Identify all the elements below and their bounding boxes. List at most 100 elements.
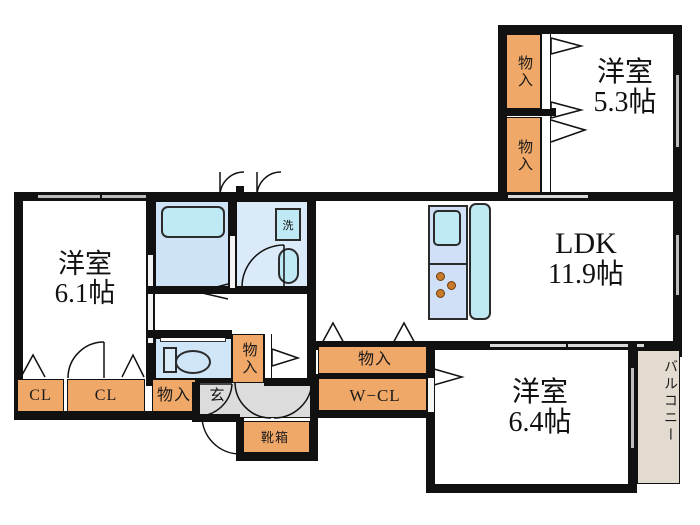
- closet-label: 物入: [516, 55, 532, 89]
- closet-ldk-monoire[interactable]: 物入: [318, 346, 432, 374]
- window-ldk-north: [508, 194, 588, 199]
- wall-br-bottom: [426, 484, 636, 493]
- wall-br-left: [426, 341, 435, 493]
- wall-genkan-bottom-left: [192, 414, 240, 422]
- wall-wcl-bottom: [316, 410, 434, 418]
- closet-toilet-door-front[interactable]: [264, 334, 272, 384]
- toilet-bowl: [175, 350, 211, 374]
- window-left-bedroom-north-2: [102, 194, 148, 199]
- room-size: 6.4帖: [508, 407, 572, 439]
- closet-label: 物入: [156, 386, 191, 404]
- wall-genkan-shoebox-left: [236, 418, 244, 456]
- stove-burner-2: [447, 281, 456, 290]
- door-swing-washroom-entry[interactable]: [255, 171, 285, 198]
- closet-door-front-lower[interactable]: [541, 117, 551, 195]
- genkan-door-swing-right[interactable]: [272, 381, 314, 420]
- closet-door-swing-cl2-left[interactable]: [66, 340, 108, 380]
- stove-burner-3: [436, 289, 445, 298]
- window-ldk-south-2: [568, 343, 644, 348]
- closet-label: CL: [29, 386, 52, 404]
- sliding-arrow-topright-2: [550, 100, 589, 122]
- room-size: 11.9帖: [548, 259, 624, 291]
- wall-toilet-top: [146, 330, 232, 338]
- genkan-door-swing-left[interactable]: [233, 381, 273, 420]
- door-swing-bath-entry[interactable]: [218, 171, 248, 198]
- wall-washroom-bottom: [236, 286, 316, 294]
- room-size: 5.3帖: [593, 87, 657, 119]
- wall-bath-top: [146, 192, 306, 201]
- wall-ldk-top: [316, 192, 682, 201]
- room-name: 洋室: [58, 249, 112, 279]
- br-entry-door-panel[interactable]: [427, 378, 435, 412]
- stove-burner-1: [436, 272, 445, 281]
- room-name: LDK: [555, 227, 617, 260]
- closet-label: 靴箱: [260, 429, 289, 445]
- closet-walk-in[interactable]: W−CL: [318, 378, 432, 412]
- washer-fixture[interactable]: 洗: [275, 208, 301, 241]
- label-bedroom-left: 洋室 6.1帖: [22, 249, 148, 309]
- closet-top-right-upper[interactable]: 物入: [506, 34, 541, 110]
- closet-label: 物入: [240, 342, 257, 376]
- sliding-door-left-bedroom[interactable]: [147, 255, 154, 343]
- sliding-arrow-topright-1: [550, 36, 589, 58]
- wall-genkan-right: [310, 382, 318, 461]
- wall-bath-bottom: [146, 286, 231, 294]
- label-bedroom-top-right: 洋室 5.3帖: [565, 57, 685, 119]
- bath-door-panel[interactable]: [229, 236, 236, 288]
- wall-genkan-bottom: [236, 452, 318, 461]
- balcony-label: バルコニー: [662, 359, 677, 444]
- closet-left-cl-2[interactable]: CL: [67, 379, 145, 412]
- room-size: 6.1帖: [54, 278, 116, 309]
- kitchen-unit-divider: [428, 263, 468, 265]
- wall-top-outer: [498, 25, 682, 34]
- closet-left-cl-1[interactable]: CL: [17, 379, 64, 412]
- balcony: バルコニー: [637, 350, 680, 484]
- room-ldk: [316, 201, 673, 341]
- closet-toilet-arrow: [271, 348, 304, 368]
- wall-corridor-east: [307, 286, 316, 386]
- closet-label: 物入: [516, 139, 532, 173]
- window-ldk-south: [490, 343, 566, 348]
- br-entry-arrow[interactable]: [433, 368, 468, 388]
- closet-ldk-swing-left[interactable]: [319, 317, 351, 347]
- closet-label: W−CL: [349, 385, 401, 405]
- closet-label: 物入: [357, 351, 392, 368]
- room-bedroom-left: [23, 201, 147, 366]
- washroom-door-swing[interactable]: [240, 243, 286, 289]
- closet-door-swing-cl2-right[interactable]: [120, 347, 150, 379]
- room-name: 洋室: [596, 57, 653, 88]
- window-left-bedroom-north: [38, 194, 100, 199]
- bathtub: [161, 206, 225, 238]
- closet-hall-monoire[interactable]: 物入: [152, 379, 196, 412]
- closet-door-front-upper[interactable]: [541, 34, 551, 109]
- wall-genkan-top: [264, 378, 318, 386]
- closet-door-swing-cl1[interactable]: [19, 347, 51, 379]
- wall-washroom-east: [307, 192, 316, 294]
- sliding-arrow-topright-3: [550, 119, 593, 146]
- window-br-east: [630, 368, 635, 448]
- room-bedroom-bottom-right: [434, 350, 628, 485]
- label-ldk: LDK 11.9帖: [506, 227, 666, 291]
- label-bedroom-bottom-right: 洋室 6.4帖: [478, 377, 602, 439]
- bath-door-arrow[interactable]: [196, 283, 230, 301]
- label-genkan: 玄: [206, 388, 228, 404]
- wall-closet-divider-topright: [506, 108, 556, 116]
- closet-top-right-lower[interactable]: 物入: [506, 117, 541, 195]
- kitchen-counter: [469, 203, 491, 320]
- hall-door-swing[interactable]: [196, 382, 234, 418]
- closet-toilet-monoire[interactable]: 物入: [232, 334, 264, 384]
- closet-shoe-box[interactable]: 靴箱: [240, 421, 310, 453]
- genkan-floor: [196, 382, 318, 418]
- wall-topright-left: [498, 25, 507, 203]
- wall-bath-door-header: [236, 186, 244, 196]
- wall-genkan-left: [192, 382, 200, 418]
- room-name: 洋室: [511, 377, 568, 408]
- window-ldk-east: [675, 235, 680, 295]
- washer-label: 洗: [282, 219, 294, 232]
- window-topright-east: [675, 75, 680, 147]
- closet-label: CL: [94, 386, 118, 404]
- closet-ldk-swing-right[interactable]: [390, 317, 422, 347]
- wall-wcl-divider: [316, 374, 434, 379]
- genkan-inner-door-swing[interactable]: [200, 414, 242, 456]
